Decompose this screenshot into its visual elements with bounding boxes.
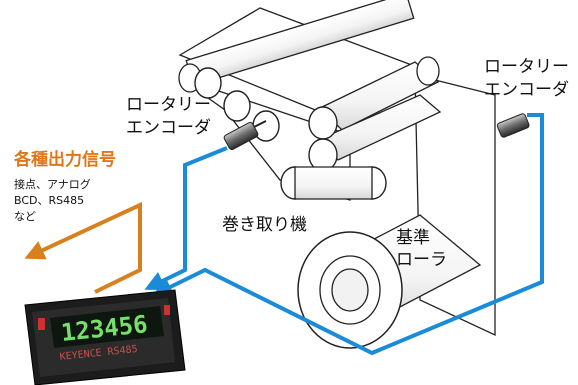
label-winder: 巻き取り機 <box>222 215 307 235</box>
counter-indicator-left <box>38 318 45 330</box>
signal-line-left-encoder <box>144 146 228 290</box>
label-encoder-left-line1: ロータリー <box>126 95 211 115</box>
label-output-title: 各種出力信号 <box>14 150 116 170</box>
signal-line-right-encoder <box>152 113 544 356</box>
roller-band-lower <box>294 166 373 200</box>
signal-lines <box>144 113 544 356</box>
label-encoder-right-line1: ロータリー <box>484 57 569 77</box>
winding-roll <box>297 214 482 349</box>
label-output-line2: BCD、RS485 <box>14 194 85 207</box>
label-output-line1: 接点、アナログ <box>14 178 91 191</box>
label-encoder-left-line2: エンコーダ <box>126 118 211 138</box>
label-reference-roller-line1: 基準 <box>396 228 430 248</box>
counter-indicator-right <box>164 305 170 315</box>
output-signal-arrow <box>24 201 142 294</box>
counter-display: 123456 KEYENCE RS485 <box>24 289 186 385</box>
rotary-encoder-right <box>496 113 530 138</box>
label-output-line3: など <box>14 210 36 223</box>
label-encoder-right-line2: エンコーダ <box>484 80 569 100</box>
label-reference-roller-line2: ローラ <box>396 250 447 270</box>
rotary-encoder-left <box>223 120 267 151</box>
